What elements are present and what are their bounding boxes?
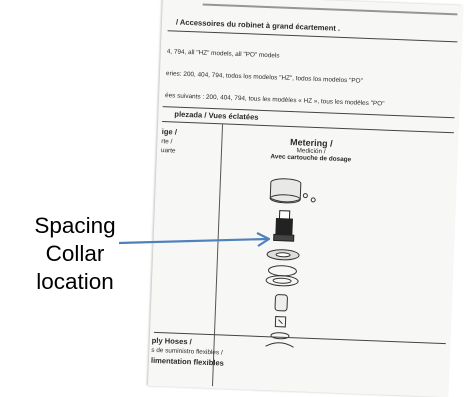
instruction-sheet: / Accessoires du robinet à grand écartem… (147, 0, 463, 397)
callout-line-2: Collar (45, 241, 105, 266)
washer-parts (265, 265, 299, 287)
clip-parts (265, 332, 294, 348)
small-ball-part (302, 193, 308, 199)
column-divider (211, 124, 224, 387)
left-col-line-1: ige / (161, 127, 178, 137)
divider (167, 30, 458, 43)
table-header-rule (162, 121, 454, 134)
callout-line-1: Spacing (34, 213, 116, 238)
callout-arrow (118, 232, 271, 247)
stem-part (274, 294, 288, 312)
small-ring-part (310, 197, 316, 203)
cartridge-part (273, 210, 295, 242)
table-header: plezada / Vues éclatées (174, 109, 259, 122)
bracket-part (274, 316, 287, 328)
hoses-title: ply Hoses / (151, 335, 192, 347)
spacing-collar-part (266, 249, 300, 261)
compat-line-en: 4, 794, all "HZ" models, all "PO" models (166, 48, 280, 60)
spacing-collar-callout: Spacing Collar location (0, 212, 150, 296)
metering-caption: Metering / Medición / Avec cartouche de … (241, 135, 382, 164)
compat-line-fr: ées suivants : 200, 404, 794, tous les m… (164, 92, 385, 108)
hoses-fr: limentation flexibles (150, 355, 225, 368)
callout-line-3: location (36, 269, 114, 294)
exploded-parts-diagram (265, 178, 316, 348)
left-col-line-2: rte / (161, 138, 173, 146)
metering-cap-part (269, 178, 302, 204)
left-col-line-3: uarte (160, 147, 176, 155)
page-edge (202, 3, 458, 16)
compat-line-es: eries: 200, 404, 794, todos los modelos … (165, 70, 363, 85)
hoses-es: s de suministro flexibles / (151, 346, 223, 357)
